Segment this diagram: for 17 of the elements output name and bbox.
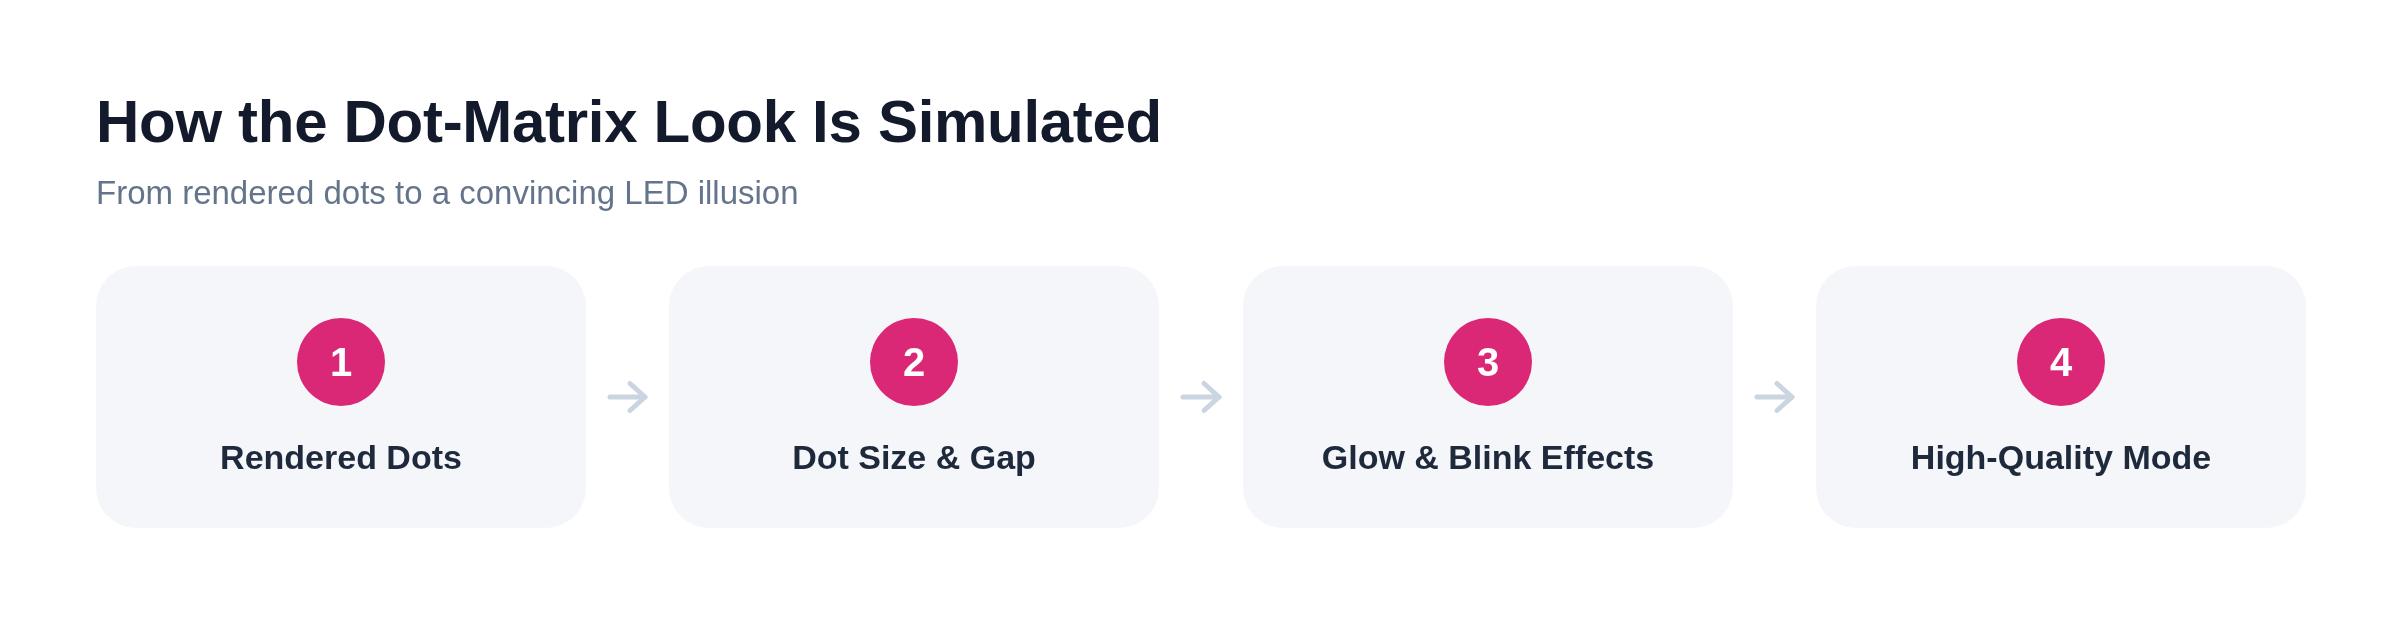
step-number-badge: 4 bbox=[2017, 318, 2105, 406]
step-card bbox=[1243, 266, 1733, 528]
step-label: Dot Size & Gap bbox=[792, 438, 1036, 476]
step-label: High-Quality Mode bbox=[1910, 438, 2212, 476]
step-label: Rendered Dots bbox=[220, 438, 462, 476]
subtitle: From rendered dots to a convincing LED illusion bbox=[96, 176, 799, 209]
arrow bbox=[607, 381, 648, 413]
step-number-badge: 2 bbox=[870, 318, 958, 406]
step-card bbox=[1816, 266, 2306, 528]
step-card bbox=[96, 266, 586, 528]
arrow bbox=[1180, 381, 1222, 413]
step-card bbox=[669, 266, 1159, 528]
step-label: Glow & Blink Effects bbox=[1321, 438, 1655, 476]
step-number-badge: 1 bbox=[297, 318, 385, 406]
step-number-badge: 3 bbox=[1444, 318, 1532, 406]
arrow bbox=[1754, 381, 1795, 413]
diagram-title: How the Dot-Matrix Look Is Simulated bbox=[96, 92, 1162, 152]
